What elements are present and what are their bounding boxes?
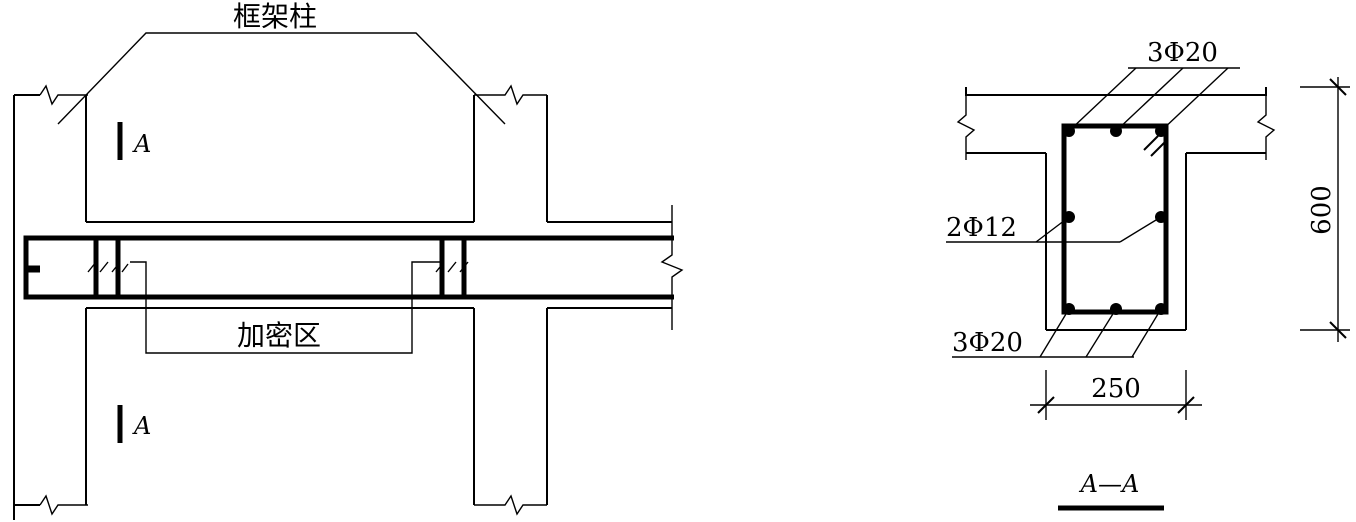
longitudinal-bars [23,235,674,300]
width-dimension: 250 [1030,370,1202,420]
top-bar-leader: 3Φ20 [1068,38,1240,132]
section-view: 3Φ20 2Φ12 3Φ20 250 [946,38,1350,511]
section-mark-top: A [132,130,151,158]
frame-column-callout: 框架柱 [57,0,506,125]
slab-top-edge [965,87,1267,96]
upper-column [85,84,672,223]
lower-column [85,307,672,516]
section-cut-top: A [117,122,151,160]
width-dimension-label: 250 [1091,374,1141,404]
bottom-bar-label: 3Φ20 [952,328,1023,358]
break-mark [660,205,684,330]
section-title-group: A—A [1058,470,1164,511]
break-mark [956,95,976,160]
section-mark-bottom: A [132,412,151,440]
bottom-bar-leader: 3Φ20 [952,308,1162,358]
stirrups-right [435,238,469,297]
dense-zone-callout: 加密区 [130,261,440,354]
height-dimension: 600 [1300,77,1350,342]
frame-column-label: 框架柱 [233,0,317,33]
break-mark [39,494,88,516]
stirrups-left [87,238,129,297]
side-bars [1063,211,1167,223]
side-bar-leader: 2Φ12 [946,213,1162,243]
break-mark [1256,95,1276,160]
side-bar-label: 2Φ12 [946,213,1017,243]
elevation-view: 加密区 框架柱 A A [13,0,684,520]
section-title: A—A [1079,470,1140,498]
height-dimension-label: 600 [1307,185,1337,235]
section-cut-bottom: A [117,405,151,443]
break-mark [39,84,88,106]
top-bar-label: 3Φ20 [1147,38,1218,68]
stirrup [1061,123,1169,315]
dense-zone-label: 加密区 [237,319,321,352]
stirrup-hook [1143,135,1166,157]
